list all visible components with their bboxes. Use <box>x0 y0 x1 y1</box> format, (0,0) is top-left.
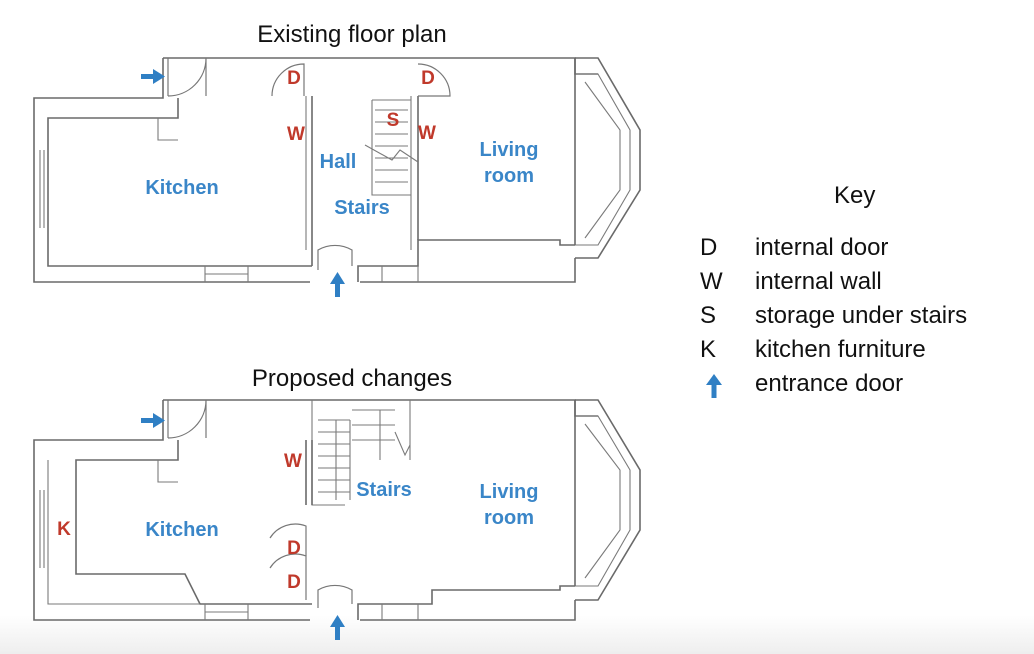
internal-door-code: D <box>421 68 435 89</box>
storage-code: S <box>387 110 400 131</box>
legend-title: Key <box>834 182 876 209</box>
back-door-swing <box>167 399 207 439</box>
legend-label: storage under stairs <box>755 302 968 329</box>
bay-window-outer <box>575 399 641 601</box>
kitchen-furniture-code: K <box>57 519 71 540</box>
bay-window-inner <box>575 415 631 587</box>
internal-wall-code: W <box>287 124 305 145</box>
floor-plans-svg: Existing floor plan <box>33 21 641 640</box>
existing-floor-plan: Existing floor plan <box>33 21 641 297</box>
internal-wall-code: W <box>418 123 436 144</box>
internal-door-code: D <box>287 572 301 593</box>
legend-code: D <box>700 234 718 261</box>
arrow-up-icon <box>330 272 345 297</box>
stairs-label: Stairs <box>334 197 390 219</box>
legend-label: entrance door <box>755 370 904 397</box>
existing-plan-title: Existing floor plan <box>257 21 446 48</box>
proposed-floor-plan: Proposed changes <box>33 365 641 640</box>
arrow-right-icon <box>141 413 165 428</box>
stairs-label: Stairs <box>356 479 412 501</box>
legend-label: internal door <box>755 234 889 261</box>
living-room-label-line1: Living <box>480 481 539 503</box>
legend-label: internal wall <box>755 268 882 295</box>
arrow-up-icon <box>330 615 345 640</box>
legend-code: W <box>700 268 723 295</box>
front-door-swing <box>317 584 353 608</box>
bay-window-inner <box>575 73 631 246</box>
hall-label: Hall <box>320 151 357 173</box>
internal-door-code: D <box>287 538 301 559</box>
kitchen-label: Kitchen <box>145 519 218 541</box>
proposed-plan-title: Proposed changes <box>252 365 452 392</box>
legend-code: S <box>700 302 717 329</box>
back-door-swing <box>167 57 207 97</box>
bottom-band <box>0 615 1034 654</box>
living-room-label-line1: Living <box>480 139 539 161</box>
living-room-label-line2: room <box>484 507 534 529</box>
legend-label: kitchen furniture <box>755 336 926 363</box>
arrow-right-icon <box>141 69 165 84</box>
bay-window-outer <box>575 57 641 259</box>
internal-wall-code: W <box>284 451 302 472</box>
front-door-swing <box>317 244 353 270</box>
internal-door-code: D <box>287 68 301 89</box>
kitchen-label: Kitchen <box>145 177 218 199</box>
living-room-label-line2: room <box>484 165 534 187</box>
arrow-up-icon <box>706 374 722 398</box>
legend-code: K <box>700 336 717 363</box>
